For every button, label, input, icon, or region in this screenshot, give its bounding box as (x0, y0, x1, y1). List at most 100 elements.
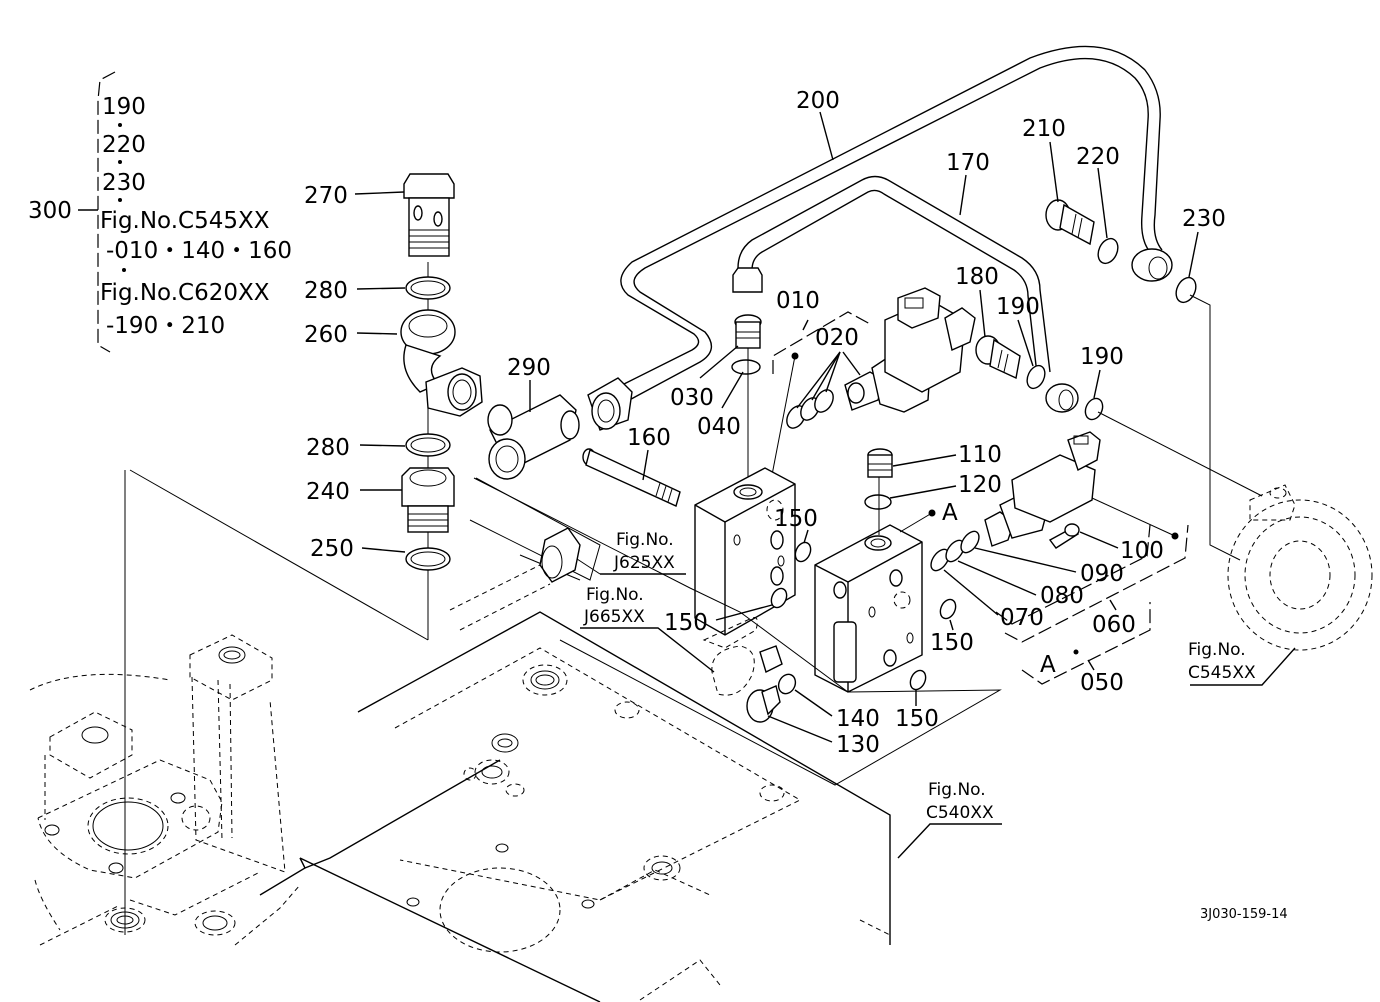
callout-150-a[interactable]: 150 (774, 506, 818, 532)
callout-130[interactable]: 130 (836, 732, 880, 758)
mounting-plane (473, 477, 1002, 786)
callout-150-d[interactable]: 150 (895, 706, 939, 732)
callout-200[interactable]: 200 (796, 88, 840, 114)
valve-block-left[interactable] (694, 467, 796, 636)
washer-040[interactable] (731, 359, 761, 375)
washer-280-top[interactable] (405, 276, 451, 300)
fig-ref-j625-line1[interactable]: Fig.No. (616, 530, 674, 550)
callout-280-top[interactable]: 280 (304, 278, 348, 304)
fig-ref-c540-line2[interactable]: C540XX (926, 803, 994, 823)
fitting-030[interactable] (734, 314, 762, 349)
solenoid-valve-upper[interactable] (844, 287, 976, 413)
washer-250[interactable] (405, 547, 451, 571)
callout-230[interactable]: 230 (1182, 206, 1226, 232)
banjo-bolt-210[interactable] (1045, 199, 1095, 246)
valve-block-right[interactable] (814, 524, 923, 693)
washer-140[interactable] (776, 672, 799, 697)
callout-160[interactable]: 160 (627, 425, 671, 451)
callout-280-bottom[interactable]: 280 (306, 435, 350, 461)
screw-100[interactable] (1048, 523, 1080, 549)
kit-line-fig-c545[interactable]: Fig.No.C545XX (100, 208, 270, 234)
assembly-axis-line (129, 469, 429, 641)
callout-210[interactable]: 210 (1022, 116, 1066, 142)
fig-j665-leader (580, 627, 715, 673)
solenoid-valve-lower[interactable] (984, 431, 1101, 547)
o-ring-150-a[interactable] (792, 540, 813, 564)
banjo-elbow-260[interactable] (400, 309, 483, 417)
o-rings-020[interactable] (783, 387, 837, 432)
callout-270[interactable]: 270 (304, 183, 348, 209)
banjo-bolt-270[interactable] (403, 173, 455, 257)
kit-line-220: 220 (102, 132, 146, 158)
washer-190-a[interactable] (1024, 363, 1049, 392)
bracket-060 (995, 524, 1151, 625)
kit-bracket (97, 71, 116, 353)
callout-030[interactable]: 030 (670, 385, 714, 411)
callout-110[interactable]: 110 (958, 442, 1002, 468)
callout-290[interactable]: 290 (507, 355, 551, 381)
marker-a-bottom: A (1040, 652, 1056, 678)
o-ring-150-d[interactable] (907, 668, 928, 692)
fig-ref-c545-line1[interactable]: Fig.No. (1188, 640, 1246, 660)
callout-060[interactable]: 060 (1092, 612, 1136, 638)
o-ring-150-b[interactable] (768, 586, 789, 610)
fitting-110[interactable] (867, 448, 893, 478)
callout-250[interactable]: 250 (310, 536, 354, 562)
left-fitting-stack: 270 280 260 280 240 (129, 173, 483, 641)
callout-120[interactable]: 120 (958, 472, 1002, 498)
callout-240[interactable]: 240 (306, 479, 350, 505)
washer-190-b[interactable] (1082, 396, 1106, 423)
washer-230[interactable] (1172, 274, 1199, 305)
kit-line-230: 230 (102, 170, 146, 196)
callout-050[interactable]: 050 (1080, 670, 1124, 696)
fig-c545-leader (1190, 647, 1296, 686)
callout-190-a[interactable]: 190 (996, 294, 1040, 320)
kit-dot (122, 268, 126, 272)
callout-220[interactable]: 220 (1076, 144, 1120, 170)
adapter-240[interactable] (401, 467, 455, 533)
banjo-bolt-180[interactable] (975, 335, 1021, 380)
washer-220[interactable] (1094, 235, 1121, 266)
pipe-170[interactable] (732, 175, 1079, 413)
callout-020[interactable]: 020 (815, 325, 859, 351)
washer-120[interactable] (864, 494, 892, 510)
marker-a-top: A (942, 500, 958, 526)
callout-090[interactable]: 090 (1080, 561, 1124, 587)
tee-fitting-290[interactable] (469, 394, 601, 581)
kit-line-190: 190 (102, 94, 146, 120)
callout-150-b[interactable]: 150 (664, 610, 708, 636)
marker-dot (1073, 649, 1079, 655)
housing-c540 (259, 527, 891, 1002)
kit-dot (118, 123, 122, 127)
bolt-160[interactable] (582, 448, 681, 507)
callout-170[interactable]: 170 (946, 150, 990, 176)
callout-260[interactable]: 260 (304, 322, 348, 348)
callout-180[interactable]: 180 (955, 264, 999, 290)
callout-010[interactable]: 010 (776, 288, 820, 314)
kit-300-group: 300 190 220 230 Fig.No.C545XX -010・140・1… (28, 71, 292, 353)
callout-080[interactable]: 080 (1040, 583, 1084, 609)
callout-040[interactable]: 040 (697, 414, 741, 440)
fig-ref-j625-line2[interactable]: J625XX (613, 553, 675, 573)
callout-070[interactable]: 070 (1000, 605, 1044, 631)
callout-150-c[interactable]: 150 (930, 630, 974, 656)
bracket-050 (1021, 602, 1151, 685)
fig-ref-c540-line1[interactable]: Fig.No. (928, 780, 986, 800)
kit-line-c620-parts: -190・210 (106, 313, 225, 339)
housing-c545[interactable] (1227, 484, 1373, 651)
washer-280-bottom[interactable] (405, 433, 451, 457)
kit-dot (118, 198, 122, 202)
callout-100[interactable]: 100 (1120, 538, 1164, 564)
callout-190-b[interactable]: 190 (1080, 344, 1124, 370)
fig-ref-c545-line2[interactable]: C545XX (1188, 663, 1256, 683)
o-ring-150-c[interactable] (937, 597, 958, 621)
fig-ref-j665-line1[interactable]: Fig.No. (586, 585, 644, 605)
callout-140[interactable]: 140 (836, 706, 880, 732)
kit-line-fig-c620[interactable]: Fig.No.C620XX (100, 280, 270, 306)
callout-300[interactable]: 300 (28, 198, 72, 224)
plug-130[interactable] (746, 685, 781, 723)
o-rings-070-080-090[interactable] (927, 528, 982, 574)
pipe-200[interactable] (587, 45, 1173, 431)
elbow-fitting-j665 (702, 617, 783, 696)
fig-ref-j665-line2[interactable]: J665XX (583, 607, 645, 627)
